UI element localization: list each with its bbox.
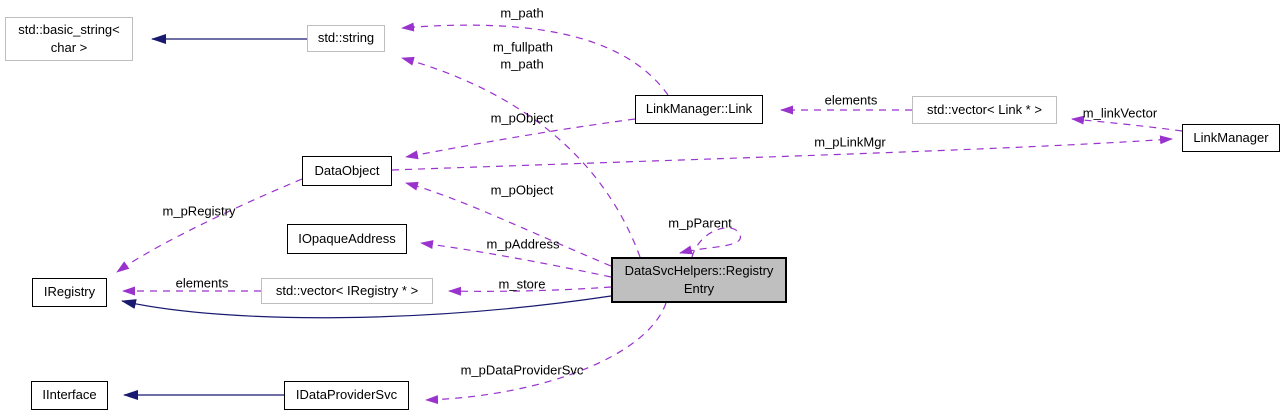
- node-label: IRegistry: [43, 284, 96, 300]
- node-std-vector-link[interactable]: std::vector< Link * >: [912, 96, 1057, 124]
- node-label: IDataProviderSvc: [295, 387, 398, 403]
- node-linkmanager-link[interactable]: LinkManager::Link: [635, 95, 763, 124]
- edge-label-m-pregistry: m_pRegistry: [162, 203, 236, 219]
- edge-label-elements-link: elements: [824, 92, 878, 108]
- edge-label-elements-iregistry: elements: [175, 275, 229, 291]
- node-label: char >: [50, 40, 88, 55]
- edge-label-m-linkvector: m_linkVector: [1082, 105, 1158, 121]
- node-label: std::vector< IRegistry * >: [275, 282, 419, 298]
- edge-label-m-plinkmgr: m_pLinkMgr: [814, 134, 886, 150]
- edge-m-pregistry: [116, 178, 303, 273]
- edge-m-pdataprovidersvc: [425, 302, 667, 405]
- node-label: DataSvcHelpers::Registry: [624, 262, 774, 278]
- node-std-vector-iregistry[interactable]: std::vector< IRegistry * >: [261, 278, 433, 304]
- edge-label-m-path-top: m_path: [500, 5, 544, 21]
- node-label: DataObject: [314, 162, 380, 178]
- node-label: std::basic_string<: [18, 21, 120, 37]
- node-std-basic-string[interactable]: std::basic_string< char >: [5, 17, 133, 61]
- node-label: std::string: [317, 30, 375, 46]
- edge-label-m-store: m_store: [498, 276, 546, 292]
- node-label: std::vector< Link * >: [927, 101, 1042, 117]
- node-std-string[interactable]: std::string: [307, 25, 385, 52]
- edge-label-m-paddress: m_pAddress: [486, 236, 560, 252]
- node-datasvchelpers-registryentry[interactable]: DataSvcHelpers::Registry Entry: [611, 257, 787, 303]
- node-label: IOpaqueAddress: [298, 230, 396, 246]
- node-linkmanager[interactable]: LinkManager: [1182, 124, 1280, 152]
- edge-label-m-fullpath: m_fullpath: [493, 39, 553, 55]
- node-iinterface[interactable]: IInterface: [31, 381, 108, 410]
- node-label: LinkManager: [1193, 129, 1269, 145]
- node-label: Entry: [683, 281, 715, 296]
- node-iopaqueaddress[interactable]: IOpaqueAddress: [287, 224, 407, 254]
- node-label: LinkManager::Link: [645, 101, 753, 117]
- edge-label-m-pobject-registry: m_pObject: [490, 182, 554, 198]
- edge-m-pparent-selfloop: [679, 227, 741, 258]
- node-label: IInterface: [42, 387, 97, 403]
- edge-label-m-pdataprovidersvc: m_pDataProviderSvc: [460, 362, 584, 378]
- edge-label-m-pparent: m_pParent: [668, 215, 732, 231]
- node-idataprovidersvc[interactable]: IDataProviderSvc: [284, 381, 409, 410]
- edge-m-plinkmgr: [391, 135, 1173, 171]
- node-dataobject[interactable]: DataObject: [302, 156, 392, 186]
- node-iregistry[interactable]: IRegistry: [32, 278, 107, 307]
- edge-m-linkvector: [1071, 115, 1183, 132]
- edge-label-m-pobject-link: m_pObject: [490, 110, 554, 126]
- edge-label-m-path-2: m_path: [500, 56, 544, 72]
- edge-m-fullpath-m-path: [401, 56, 641, 258]
